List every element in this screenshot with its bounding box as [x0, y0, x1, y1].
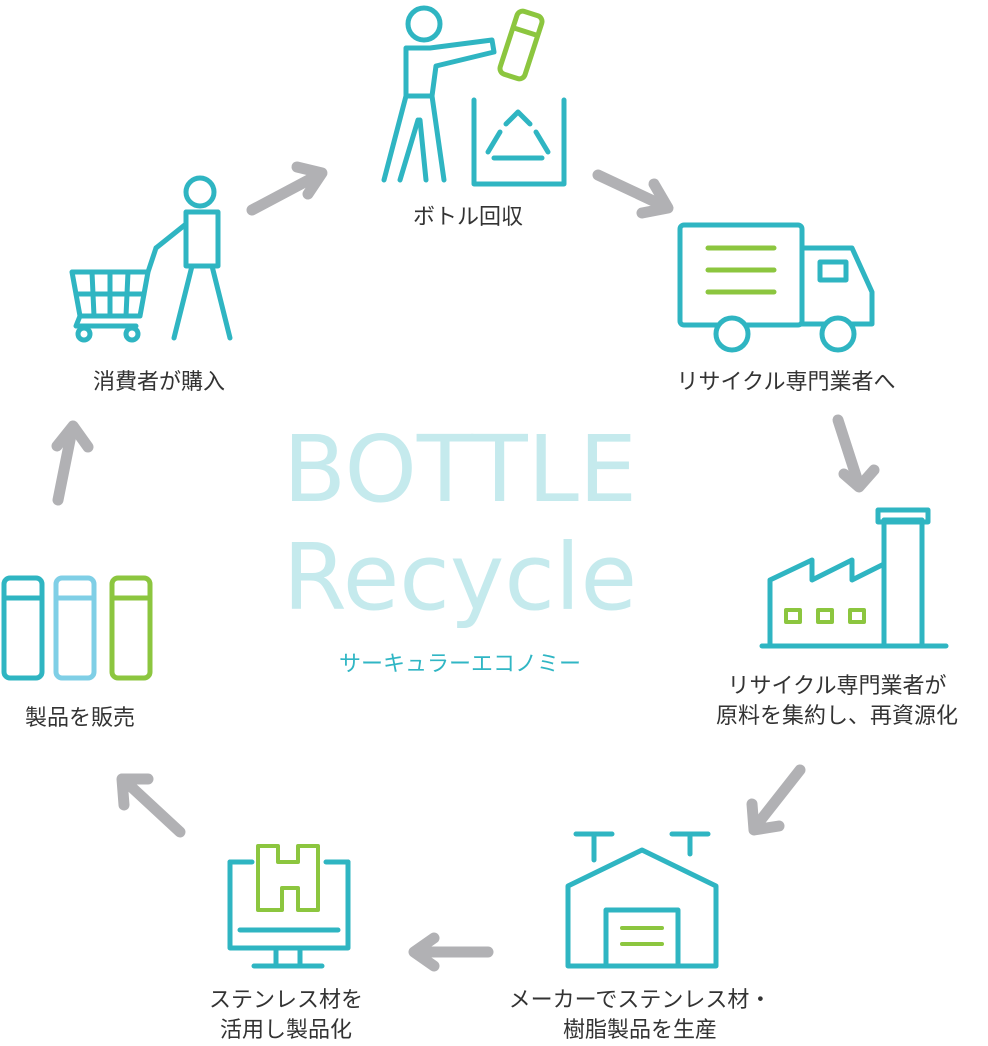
- step-label-product: ステンレス材を 活用し製品化: [186, 986, 386, 1046]
- step-label-line: メーカーでステンレス材・: [508, 988, 772, 1013]
- step-label-line: ステンレス材を: [208, 988, 363, 1013]
- step-label-line: 原料を集約し、再資源化: [715, 704, 958, 729]
- arrow-sell-to-buy: [51, 420, 94, 506]
- arrow-manufacture-to-product: [408, 932, 494, 972]
- arrow-buy-to-collect: [246, 161, 328, 216]
- step-label-line: 樹脂製品を生産: [562, 1018, 717, 1043]
- step-label-transport: リサイクル専門業者へ: [646, 368, 926, 398]
- step-label-line: 製品を販売: [24, 706, 135, 731]
- step-label-process: リサイクル専門業者が 原料を集約し、再資源化: [688, 672, 986, 732]
- step-label-manufacture: メーカーでステンレス材・ 樹脂製品を生産: [480, 986, 800, 1046]
- step-label-buy: 消費者が購入: [64, 368, 254, 398]
- step-label-line: ボトル回収: [412, 205, 523, 230]
- step-label-collect: ボトル回収: [388, 203, 548, 233]
- step-label-line: リサイクル専門業者へ: [676, 370, 896, 395]
- step-label-sell: 製品を販売: [0, 704, 160, 734]
- center-subtitle: サーキュラーエコノミー: [338, 652, 581, 677]
- center-title-recycle: Recycle: [282, 524, 638, 631]
- center-title-bottle: BOTTLE: [282, 416, 638, 523]
- arrow-product-to-sell: [116, 773, 186, 838]
- step-label-line: 消費者が購入: [92, 370, 225, 395]
- arrow-transport-to-process: [832, 414, 880, 493]
- arrow-collect-to-transport: [592, 169, 674, 219]
- arrow-process-to-manufacture: [746, 764, 806, 836]
- step-label-line: リサイクル専門業者が: [727, 674, 947, 699]
- step-label-line: 活用し製品化: [219, 1018, 352, 1043]
